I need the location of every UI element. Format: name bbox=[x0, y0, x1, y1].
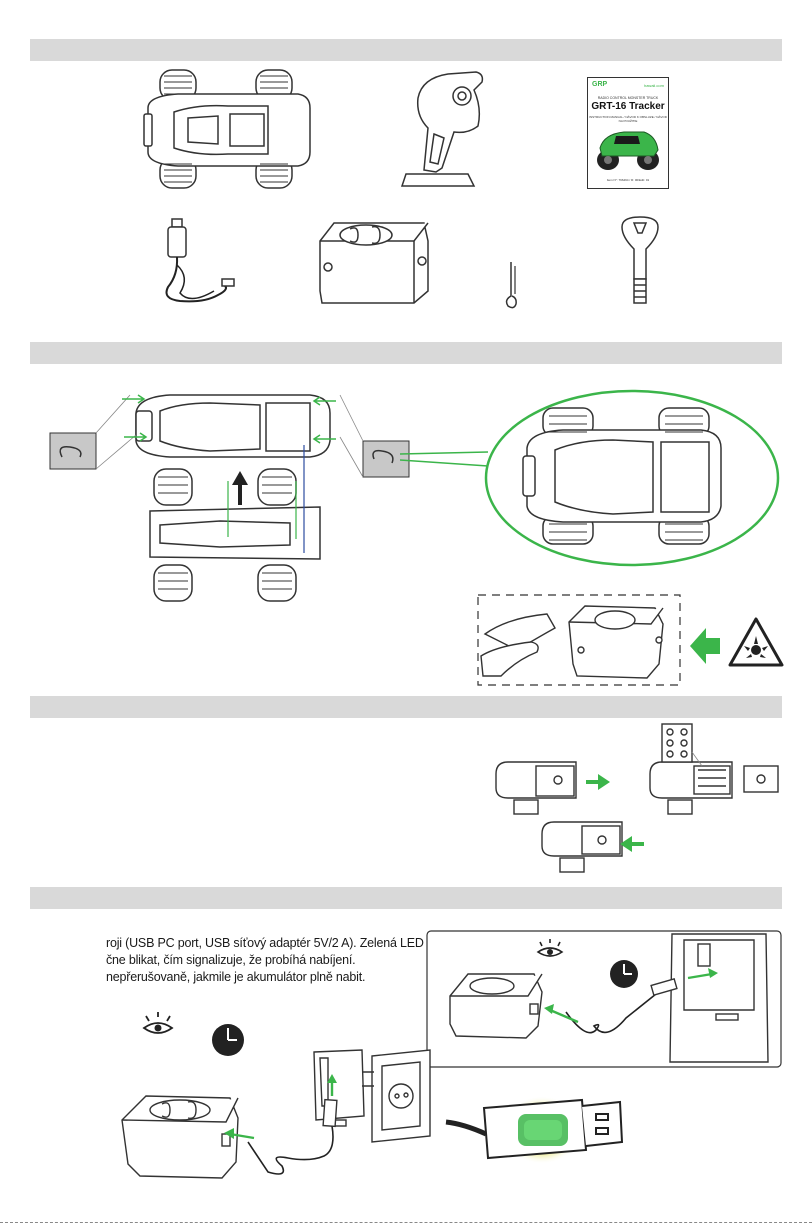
section-header-bar-3 bbox=[30, 696, 782, 718]
manual-title: GRT-16 Tracker bbox=[591, 101, 665, 112]
usb-charging-cable-illustration bbox=[165, 218, 235, 303]
section-header-bar-2 bbox=[30, 342, 782, 364]
wall-adapter-charging-illustration bbox=[121, 1049, 431, 1179]
charging-instruction-line-1: roji (USB PC port, USB síťový adaptér 5V… bbox=[106, 936, 424, 950]
page-bottom-rule bbox=[0, 1222, 812, 1223]
transmitter-illustration bbox=[400, 71, 484, 187]
truck-zoom-callout bbox=[484, 389, 780, 567]
wrench-tool-illustration bbox=[621, 216, 659, 304]
section-header-bar-1 bbox=[30, 39, 782, 61]
insert-arrow-icon bbox=[690, 628, 720, 664]
charging-indicator-icons bbox=[142, 1012, 244, 1056]
battery-installation-illustration bbox=[495, 723, 779, 873]
manual-subtitle: RADIO CONTROL MONSTER TRUCK bbox=[597, 96, 659, 100]
truck-top-view-illustration bbox=[143, 69, 311, 189]
body-removal-illustration bbox=[49, 394, 410, 602]
usb-led-closeup-illustration bbox=[445, 1096, 624, 1164]
battery-handling-illustration bbox=[477, 594, 681, 686]
charging-instruction-line-3: nepřerušovaně, jakmile je akumulátor pln… bbox=[106, 970, 366, 984]
manual-truck-photo bbox=[597, 131, 659, 170]
explosive-warning-icon bbox=[728, 617, 784, 667]
section-header-bar-4 bbox=[30, 887, 782, 909]
manual-footer: Item N°: 796494 / R: 00/Edit: 01 bbox=[606, 178, 650, 182]
manual-site-text: hawaii.com bbox=[643, 83, 664, 88]
charging-instruction-line-2: čne blikat, čím signalizuje, že probíhá … bbox=[106, 953, 356, 967]
body-clip-illustration bbox=[505, 262, 517, 309]
manual-brand-logo: GRP bbox=[592, 81, 608, 88]
callout-connector-lines bbox=[400, 451, 489, 467]
manual-languages: INSTRUCTION MANUAL / NÁVOD K OBSLUZE / N… bbox=[589, 115, 667, 123]
instruction-manual-cover: GRP hawaii.com RADIO CONTROL MONSTER TRU… bbox=[587, 77, 669, 189]
pc-usb-charging-illustration bbox=[426, 930, 782, 1068]
battery-pack-illustration bbox=[319, 222, 429, 304]
